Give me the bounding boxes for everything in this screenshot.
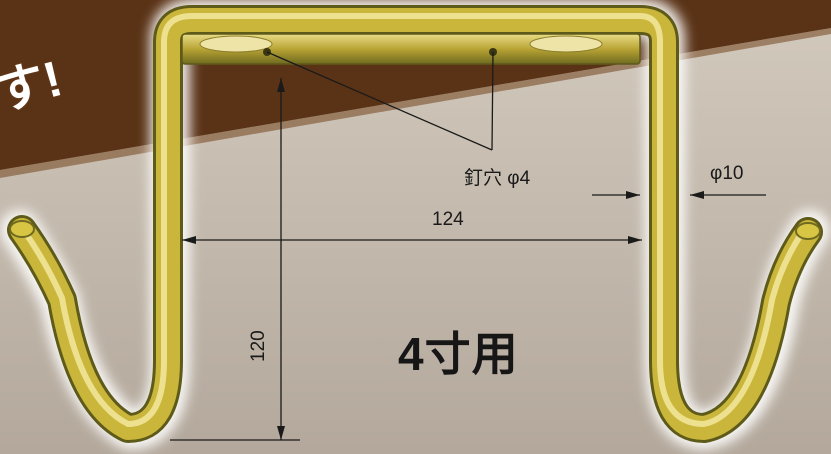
- weld-left: [199, 35, 273, 53]
- dimension-arrows: [182, 78, 704, 440]
- band-edge: [0, 28, 831, 178]
- welded-plate: [181, 33, 641, 65]
- wire-diameter-label: φ10: [710, 163, 744, 184]
- nail-hole-label: 釘穴 φ4: [464, 168, 531, 189]
- weld-right: [529, 35, 603, 53]
- width-label: 124: [432, 209, 464, 230]
- wire-end-left: [9, 220, 35, 238]
- height-label: 120: [248, 330, 269, 362]
- size-title: 4寸用: [398, 328, 519, 380]
- staple-wire-highlight: [19, 13, 807, 427]
- wire-end-right: [795, 222, 821, 240]
